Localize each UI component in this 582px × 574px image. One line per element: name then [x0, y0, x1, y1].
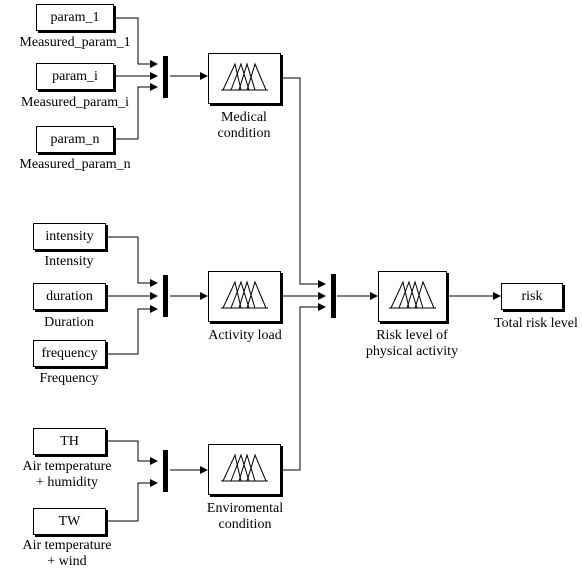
input-block-duration[interactable]: duration: [33, 283, 106, 310]
fis-caption-medical: Medical condition: [218, 110, 271, 142]
input-caption-tw-line2: + wind: [47, 554, 87, 569]
wire-th: [106, 440, 158, 465]
mux-activity[interactable]: [163, 275, 168, 317]
fis-block-risk[interactable]: [378, 271, 447, 322]
input-caption-th-line1: Air temperature: [22, 459, 112, 474]
fis-block-activity[interactable]: [208, 271, 281, 322]
fis-caption-risk: Risk level of physical activity: [366, 328, 458, 360]
input-caption-intensity: Intensity: [44, 254, 94, 269]
input-block-tw[interactable]: TW: [33, 508, 106, 535]
fis-caption-environment: Enviromental condition: [207, 501, 283, 533]
input-caption-tw: Air temperature + wind: [22, 538, 111, 570]
wire-environment-out: [281, 303, 326, 471]
input-caption-th-line2: + humidity: [36, 475, 98, 490]
wire-intensity: [106, 236, 158, 287]
input-caption-param-1: Measured_param_1: [19, 35, 131, 50]
input-caption-param-i: Measured_param_i: [20, 95, 130, 110]
wire-param-n: [114, 83, 158, 140]
input-caption-duration: Duration: [44, 315, 94, 330]
fis-block-medical[interactable]: [208, 53, 281, 104]
input-caption-th: Air temperature + humidity: [22, 459, 111, 491]
membership-functions-icon: [389, 280, 436, 309]
input-block-th[interactable]: TH: [33, 428, 106, 455]
membership-functions-icon: [221, 453, 268, 482]
fis-caption-medical-line2: condition: [217, 126, 271, 141]
mux-medical[interactable]: [163, 56, 168, 98]
input-block-param-n[interactable]: param_n: [36, 126, 114, 153]
output-caption-risk: Total risk level: [494, 316, 578, 331]
input-caption-tw-line1: Air temperature: [22, 538, 112, 553]
input-block-param-i[interactable]: param_i: [36, 63, 114, 90]
fis-caption-risk-line2: physical activity: [365, 344, 459, 359]
input-block-frequency[interactable]: frequency: [33, 340, 106, 367]
fis-caption-environment-line2: condition: [218, 517, 272, 532]
input-caption-param-n: Measured_param_n: [19, 157, 131, 172]
input-caption-frequency: Frequency: [39, 371, 99, 386]
wire-tw: [106, 479, 158, 522]
fis-caption-activity-line1: Activity load: [208, 328, 282, 343]
fis-block-environment[interactable]: [208, 444, 281, 495]
membership-functions-icon: [221, 62, 268, 91]
wire-param-1: [114, 17, 158, 68]
fis-caption-risk-line1: Risk level of: [376, 328, 448, 343]
wire-medical-out: [281, 77, 326, 288]
input-block-param-1[interactable]: param_1: [36, 4, 114, 31]
membership-functions-icon: [221, 280, 268, 309]
mux-risk[interactable]: [331, 274, 336, 318]
input-block-intensity[interactable]: intensity: [33, 223, 106, 250]
mux-environment[interactable]: [163, 450, 168, 492]
fis-caption-environment-line1: Enviromental: [206, 501, 284, 516]
wire-frequency: [106, 305, 158, 355]
fis-caption-activity: Activity load: [208, 328, 282, 344]
output-block-risk[interactable]: risk: [501, 283, 563, 310]
fis-caption-medical-line1: Medical: [221, 110, 267, 125]
